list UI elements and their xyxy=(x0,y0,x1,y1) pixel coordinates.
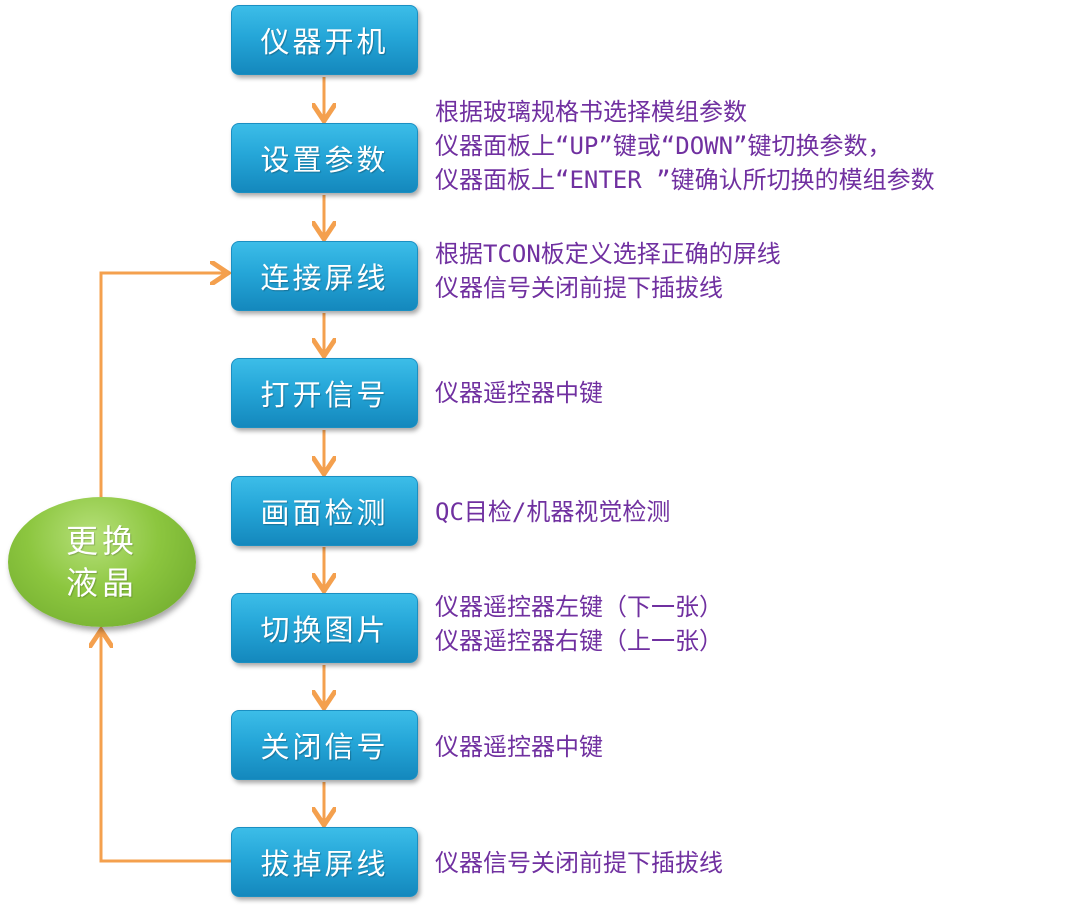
note-line: 根据TCON板定义选择正确的屏线 xyxy=(435,240,781,268)
note-switch-image: 仪器遥控器左键（下一张） 仪器遥控器右键（上一张） xyxy=(435,590,723,658)
note-line: 仪器遥控器左键（下一张） xyxy=(435,593,723,621)
step-close-signal: 关闭信号 xyxy=(231,710,418,780)
note-close-signal: 仪器遥控器中键 xyxy=(435,730,603,764)
note-connect-cable: 根据TCON板定义选择正确的屏线 仪器信号关闭前提下插拔线 xyxy=(435,237,781,305)
note-image-inspect: QC目检/机器视觉检测 xyxy=(435,495,670,529)
note-open-signal: 仪器遥控器中键 xyxy=(435,376,603,410)
note-set-params: 根据玻璃规格书选择模组参数 仪器面板上“UP”键或“DOWN”键切换参数， 仪器… xyxy=(435,95,935,197)
step-connect-cable: 连接屏线 xyxy=(231,241,418,311)
note-line: 仪器面板上“UP”键或“DOWN”键切换参数， xyxy=(435,132,892,160)
note-line: 仪器信号关闭前提下插拔线 xyxy=(435,274,723,302)
note-unplug-cable: 仪器信号关闭前提下插拔线 xyxy=(435,846,723,880)
note-line: 仪器面板上“ENTER ”键确认所切换的模组参数 xyxy=(435,166,935,194)
note-line: QC目检/机器视觉检测 xyxy=(435,498,671,526)
note-line: 仪器遥控器中键 xyxy=(435,379,603,407)
step-unplug-cable: 拔掉屏线 xyxy=(231,827,418,897)
loop-to-connect-arrow xyxy=(99,273,225,497)
note-line: 仪器信号关闭前提下插拔线 xyxy=(435,849,723,877)
note-line: 仪器遥控器中键 xyxy=(435,733,603,761)
step-power-on: 仪器开机 xyxy=(231,5,418,75)
loop-to-oval-arrow xyxy=(101,633,231,863)
replace-lcd-oval: 更换 液晶 xyxy=(8,497,196,627)
replace-lcd-line1: 更换 xyxy=(65,522,138,560)
step-switch-image: 切换图片 xyxy=(231,593,418,663)
note-line: 根据玻璃规格书选择模组参数 xyxy=(435,98,747,126)
step-image-inspect: 画面检测 xyxy=(231,476,418,546)
note-line: 仪器遥控器右键（上一张） xyxy=(435,627,723,655)
replace-lcd-line2: 液晶 xyxy=(65,564,138,602)
step-open-signal: 打开信号 xyxy=(231,358,418,428)
step-set-params: 设置参数 xyxy=(231,123,418,193)
